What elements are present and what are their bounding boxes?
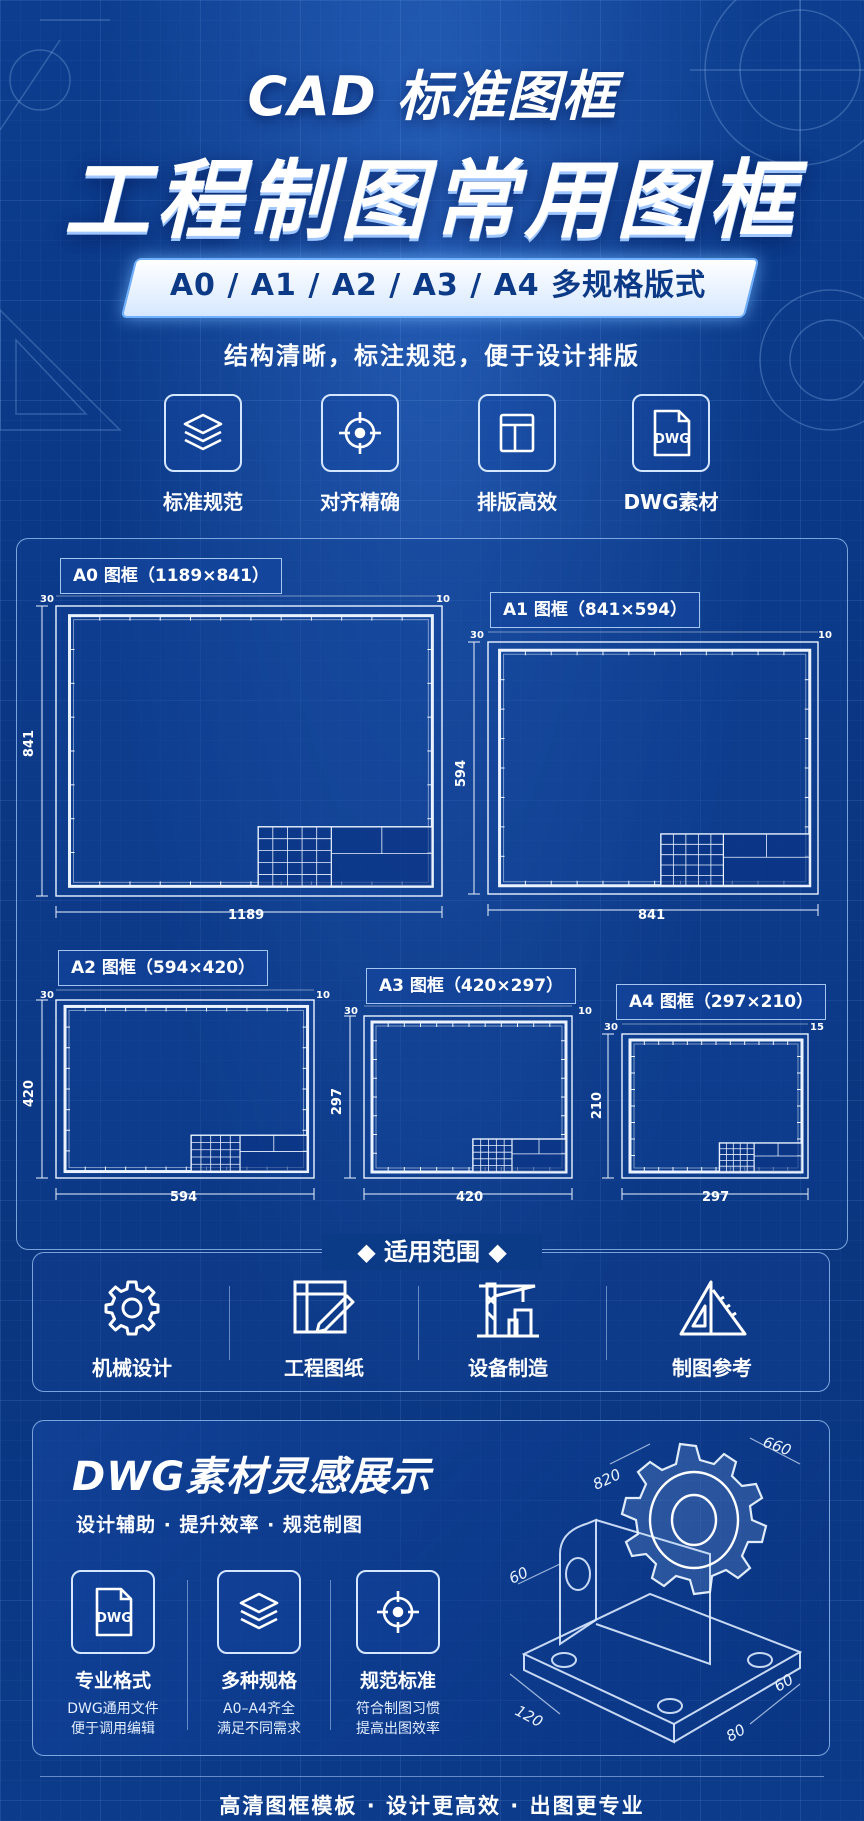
title-block-a3 <box>472 1138 567 1173</box>
dim-a3-margin-right: 10 <box>578 1006 592 1017</box>
dwg-item-line: 符合制图习惯 <box>356 1701 440 1717</box>
dwg-item-line: 满足不同需求 <box>217 1721 301 1737</box>
scope-label: 机械设计 <box>92 1356 172 1380</box>
dwg-file-icon: DWG <box>95 1587 133 1637</box>
dwg-item-line: DWG通用文件 <box>67 1701 159 1717</box>
header-subtitle: 结构清晰，标注规范，便于设计排版 <box>224 342 640 370</box>
dwg-item-line: A0–A4齐全 <box>223 1701 295 1717</box>
scope-item-manufacturing: 设备制造 <box>428 1276 588 1381</box>
crane-icon <box>477 1282 539 1338</box>
dwg-item-title: 规范标准 <box>359 1670 436 1692</box>
drawing-pen-icon <box>293 1280 355 1334</box>
scope-item-mechanical: 机械设计 <box>52 1276 212 1381</box>
scope-divider <box>418 1286 419 1360</box>
model-dim-2: 820 <box>590 1465 624 1493</box>
title-block-a0 <box>257 826 434 888</box>
dwg-icon-text: DWG <box>654 432 690 447</box>
dwg-showcase-subtitle: 设计辅助 · 提升效率 · 规范制图 <box>76 1514 363 1536</box>
feature-dwg: DWG DWG素材 <box>606 394 736 515</box>
gear-icon <box>104 1280 160 1336</box>
dwg-item-line: 提高出图效率 <box>356 1721 440 1737</box>
drafting-background-decoration <box>0 0 864 431</box>
dwg-item-title: 专业格式 <box>74 1670 151 1692</box>
crosshair-icon <box>377 1591 419 1633</box>
dwg-item-title: 多种规格 <box>220 1670 297 1692</box>
frame-label-a0: A0 图框（1189×841） <box>60 558 282 594</box>
footer-slogan: 高清图框模板 · 设计更高效 · 出图更专业 <box>219 1794 645 1818</box>
title-block-a4 <box>718 1142 803 1173</box>
scope-item-drawing: 工程图纸 <box>244 1276 404 1381</box>
title-block-a1 <box>660 833 811 887</box>
scope-item-reference: 制图参考 <box>632 1276 792 1381</box>
scope-label: 工程图纸 <box>284 1356 364 1380</box>
model-dim-1: 660 <box>761 1433 794 1460</box>
header-main-title: 工程制图常用图框 <box>64 151 800 251</box>
layers-icon <box>183 413 223 451</box>
dim-a4-margin-left: 30 <box>604 1022 618 1033</box>
dwg-item-format: DWG 专业格式 DWG通用文件便于调用编辑 <box>43 1570 183 1739</box>
feature-label: 标准规范 <box>163 490 243 514</box>
dim-a1-margin-right: 10 <box>818 630 832 641</box>
dim-a2-width: 594 <box>170 1190 198 1205</box>
model-dim-6: 60 <box>771 1670 797 1695</box>
dwg-file-icon: DWG <box>653 409 691 457</box>
dwg-item-sizes: 多种规格 A0–A4齐全满足不同需求 <box>189 1570 329 1739</box>
gear-model-illustration: 660 820 60 120 80 60 <box>506 1433 803 1745</box>
crosshair-icon <box>339 412 381 454</box>
dim-a3-height: 297 <box>330 1088 345 1116</box>
scope-label: 制图参考 <box>672 1356 752 1380</box>
frames-drawings <box>36 595 819 1200</box>
feature-precise: 对齐精确 <box>295 394 425 515</box>
frame-label-a2: A2 图框（594×420） <box>58 950 269 986</box>
dwg-icon-text: DWG <box>96 1611 132 1626</box>
set-square-icon <box>679 1280 747 1336</box>
dim-a2-height: 420 <box>22 1080 37 1108</box>
dim-a4-width: 297 <box>702 1190 730 1205</box>
frame-label-a4: A4 图框（297×210） <box>616 984 827 1020</box>
dim-a2-margin-right: 10 <box>316 990 330 1001</box>
header-title: CAD 标准图框 <box>247 65 617 128</box>
footer-divider <box>40 1776 824 1777</box>
scope-title: ◆ 适用范围 ◆ <box>322 1234 542 1270</box>
dim-a0-margin-left: 30 <box>40 594 54 605</box>
dim-a1-height: 594 <box>454 760 469 788</box>
scope-label: 设备制造 <box>468 1356 548 1380</box>
feature-layout: 排版高效 <box>452 394 582 515</box>
model-dim-5: 80 <box>723 1720 749 1745</box>
dim-a3-width: 420 <box>456 1190 484 1205</box>
layers-icon <box>239 1592 279 1630</box>
dim-a4-height: 210 <box>590 1092 605 1120</box>
feature-label: 排版高效 <box>477 490 557 514</box>
dim-a0-height: 841 <box>22 730 37 758</box>
feature-label: DWG素材 <box>623 490 719 514</box>
dim-a1-margin-left: 30 <box>470 630 484 641</box>
dim-a1-width: 841 <box>638 908 666 923</box>
dwg-item-standard: 规范标准 符合制图习惯提高出图效率 <box>328 1570 468 1739</box>
dim-a2-margin-left: 30 <box>40 990 54 1001</box>
dim-a3-margin-left: 30 <box>344 1006 358 1017</box>
layout-icon <box>499 413 535 453</box>
feature-label: 对齐精确 <box>320 490 400 514</box>
dim-a0-width: 1189 <box>228 908 265 923</box>
model-dim-3: 60 <box>506 1563 531 1587</box>
dwg-item-line: 便于调用编辑 <box>71 1721 155 1737</box>
dwg-showcase-panel <box>32 1420 830 1756</box>
frame-label-a3: A3 图框（420×297） <box>366 968 577 1004</box>
model-dim-4: 120 <box>512 1702 546 1731</box>
dim-a0-margin-right: 10 <box>436 594 450 605</box>
title-block-a2 <box>190 1134 309 1173</box>
scope-divider <box>606 1286 607 1360</box>
frame-label-a1: A1 图框（841×594） <box>490 592 701 628</box>
dwg-showcase-title: DWG素材灵感展示 <box>72 1454 432 1500</box>
dwg-item-divider <box>330 1580 331 1730</box>
feature-standard: 标准规范 <box>138 394 268 515</box>
dim-a4-margin-right: 15 <box>810 1022 824 1033</box>
dwg-item-divider <box>187 1580 188 1730</box>
spec-banner-text: A0 / A1 / A2 / A3 / A4 多规格版式 <box>169 268 707 303</box>
scope-divider <box>229 1286 230 1360</box>
